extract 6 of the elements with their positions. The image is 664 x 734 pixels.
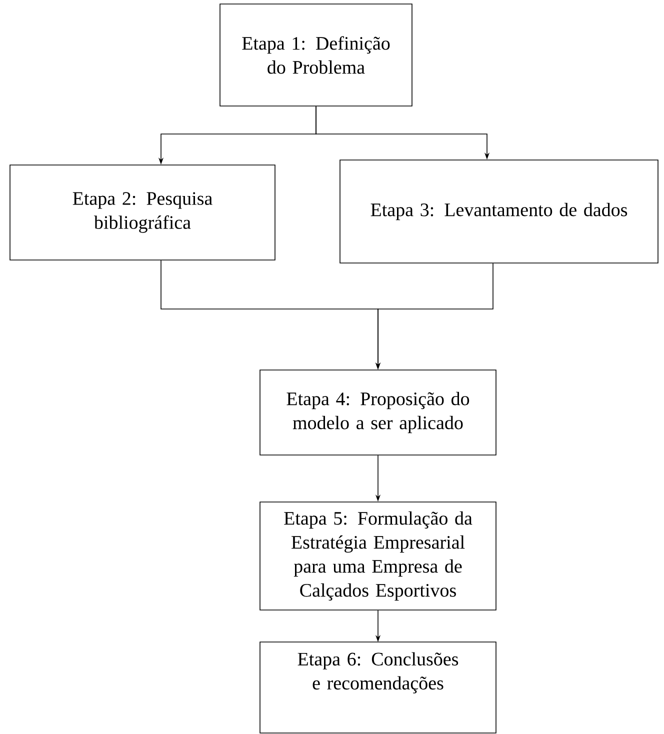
process-box: Etapa 3: Levantamento de dados	[340, 160, 658, 264]
process-box: Etapa 4: Proposição do modelo a ser aplicado	[260, 370, 496, 456]
process-box: Etapa 6: Conclusões e recomendações	[260, 642, 496, 734]
process-box: Etapa 5: Formulação da Estratégia Empresarial para uma Empresa de Calçados Esportivos	[260, 502, 496, 610]
process-box: Etapa 2: Pesquisa bibliográfica	[10, 164, 276, 260]
process-box: Etapa 1: Definição do Problema	[220, 4, 412, 106]
